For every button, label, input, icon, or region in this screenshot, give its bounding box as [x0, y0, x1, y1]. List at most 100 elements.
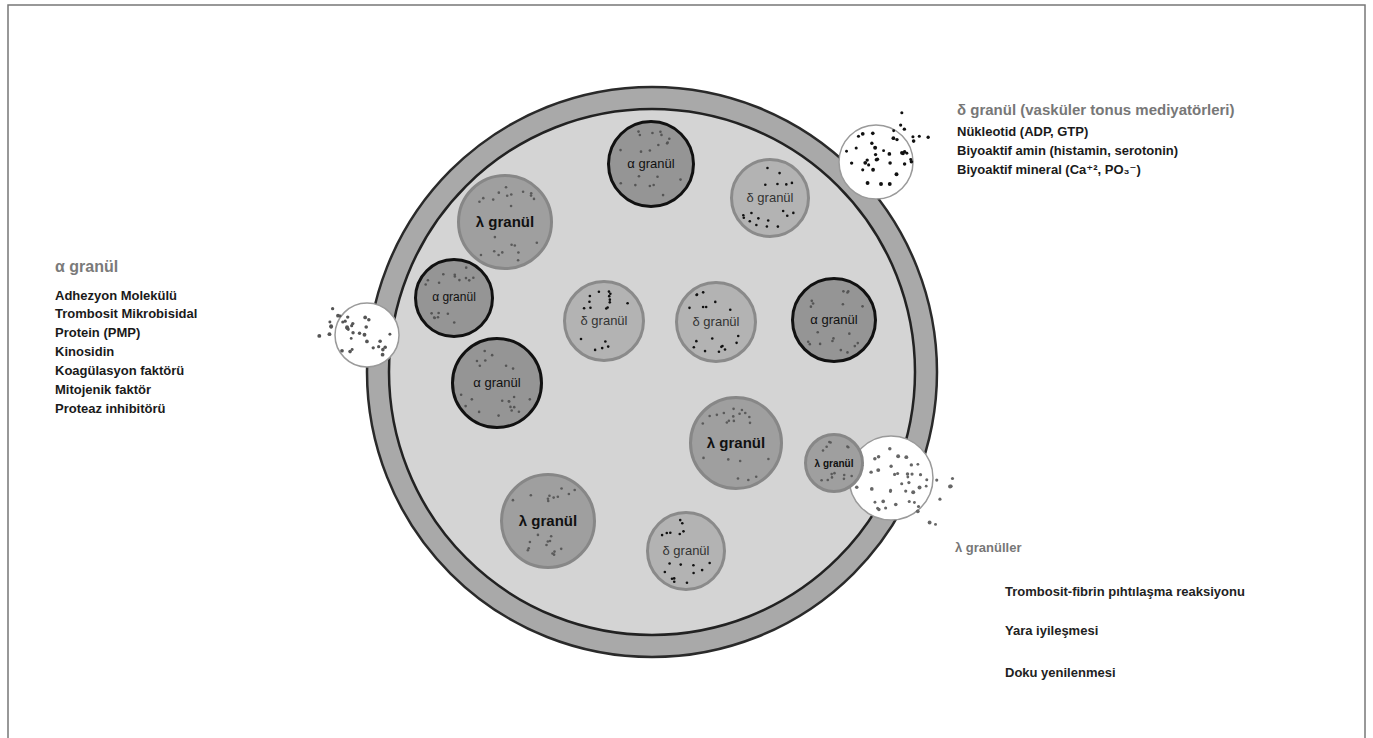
granule-text-holder: λ granül [500, 473, 596, 569]
granule-content-dot [856, 342, 859, 345]
granule-text-holder: δ granül [675, 281, 757, 363]
granule-content-dot [497, 414, 500, 417]
release-dot [896, 472, 899, 475]
granule-content-dot [512, 367, 515, 370]
granule-content-dot [493, 250, 496, 253]
release-dot [916, 463, 919, 466]
granule-content-dot [550, 535, 553, 538]
granule-content-dot [692, 572, 695, 575]
annotation-text: Nükleotid (ADP, GTP) [957, 122, 1088, 141]
granule-content-dot [767, 458, 770, 461]
granule-content-dot [738, 413, 741, 416]
granule-content-dot [686, 581, 689, 584]
granule-membrane [793, 279, 876, 362]
granule-content-dot [750, 212, 753, 215]
granule-content-dot [668, 137, 671, 140]
granule-content-dot [757, 217, 760, 220]
release-dot [875, 158, 878, 161]
granule-content-dot [514, 244, 517, 247]
granule-text-holder: α granül [607, 120, 695, 208]
granule-content-dot [711, 337, 714, 340]
granule-content-dot [573, 489, 576, 492]
granule-content-dot [829, 441, 832, 444]
granule-text-holder: α granül [791, 277, 877, 363]
release-dot [364, 325, 368, 329]
granule-content-dot [608, 295, 611, 298]
granule-content-dot [638, 175, 641, 178]
granule-content-dot [479, 364, 482, 367]
granule-content-dot [553, 553, 556, 556]
granule-content-dot [660, 134, 663, 137]
granule-label: λ granül [707, 435, 765, 452]
granule-content-dot [626, 302, 629, 305]
release-dot [363, 316, 367, 320]
granule-content-dot [792, 212, 795, 215]
release-dot [917, 505, 920, 508]
release-dot [346, 315, 349, 318]
granule-content-dot [701, 569, 704, 572]
granule-content-dot [696, 293, 699, 296]
granule-circle: λ granül [689, 396, 783, 490]
granule-content-dot [601, 347, 604, 350]
granule-text-holder: α granül [414, 258, 494, 338]
granule-label: λ granül [476, 214, 534, 231]
granule-content-dot [708, 562, 711, 565]
granule-content-dot [666, 142, 669, 145]
granule-content-dot [714, 301, 717, 304]
release-dot [879, 182, 883, 186]
granule-content-dot [447, 312, 450, 315]
annotation-text: Kinosidin [55, 342, 114, 361]
granule-content-dot [607, 345, 610, 348]
granule-content-dot [708, 415, 711, 418]
granule-content-dot [492, 198, 495, 201]
granule-content-dot [748, 416, 751, 419]
granule-content-dot [518, 411, 521, 414]
granule-label: λ granül [815, 458, 854, 469]
annotation-text: λ granüller [955, 538, 1021, 557]
release-dot [913, 501, 916, 504]
granule-content-dot [583, 307, 586, 310]
granule-content-dot [810, 300, 813, 303]
release-dot [365, 340, 369, 344]
release-dot [889, 490, 892, 493]
release-dot [850, 161, 853, 164]
granule-content-dot [831, 340, 834, 343]
release-dot [900, 482, 903, 485]
granule-content-dot [533, 198, 536, 201]
release-dot [904, 455, 908, 459]
granule-content-dot [816, 331, 819, 334]
release-dot [329, 325, 332, 328]
granule-content-dot [442, 273, 445, 276]
granule-content-dot [580, 338, 583, 341]
granule-content-dot [510, 243, 513, 246]
granule-content-dot [778, 172, 781, 175]
granule-content-dot [634, 184, 637, 187]
annotation-text: Proteaz inhibitörü [55, 399, 166, 418]
release-dot [948, 484, 952, 488]
granule-content-dot [791, 182, 794, 185]
granule-text-holder: δ granül [563, 280, 645, 362]
exocytosis-opening [839, 125, 913, 199]
granule-content-dot [491, 354, 494, 357]
release-dot [873, 146, 877, 150]
granule-content-dot [695, 294, 698, 297]
granule-content-dot [507, 400, 510, 403]
granule-content-dot [807, 340, 810, 343]
granule-content-dot [424, 283, 427, 286]
granule-content-dot [732, 408, 735, 411]
granule-content-dot [530, 194, 533, 197]
release-dot [918, 486, 922, 490]
granule-content-dot [764, 183, 767, 186]
release-dot [899, 123, 902, 126]
granule-text-holder: λ granül [689, 396, 783, 490]
granule-label: δ granül [693, 315, 740, 329]
granule-content-dot [842, 303, 845, 306]
granule-text-holder: α granül [451, 337, 543, 429]
granule-content-dot [692, 564, 695, 567]
release-dot [350, 337, 353, 340]
granule-content-dot [513, 396, 516, 399]
granule-content-dot [726, 421, 729, 424]
granule-content-dot [605, 307, 608, 310]
granule-content-dot [651, 132, 654, 135]
granule-content-dot [704, 350, 707, 353]
